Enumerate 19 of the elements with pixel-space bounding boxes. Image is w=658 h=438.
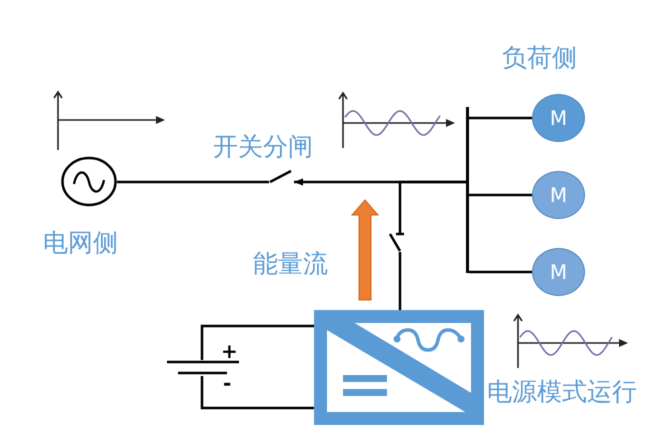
bus-bar (466, 107, 469, 273)
motor-symbol: M (532, 94, 585, 142)
wire (200, 324, 314, 360)
minus-sign: - (223, 373, 232, 393)
plus-sign: + (221, 341, 238, 361)
switch-open-label: 开关分闸 (213, 134, 313, 159)
wire (469, 116, 532, 120)
motor-symbol: M (532, 248, 585, 296)
wire (200, 376, 314, 410)
wire (398, 252, 402, 310)
wire (469, 270, 532, 274)
grid-side-label: 电网侧 (43, 230, 118, 255)
motor-symbol: M (532, 171, 585, 219)
wire (117, 180, 269, 184)
energy-flow-label: 能量流 (253, 251, 328, 276)
wire (469, 194, 532, 196)
power-mode-label: 电源模式运行 (487, 379, 637, 404)
wire (398, 180, 466, 233)
load-side-label: 负荷侧 (502, 45, 577, 70)
